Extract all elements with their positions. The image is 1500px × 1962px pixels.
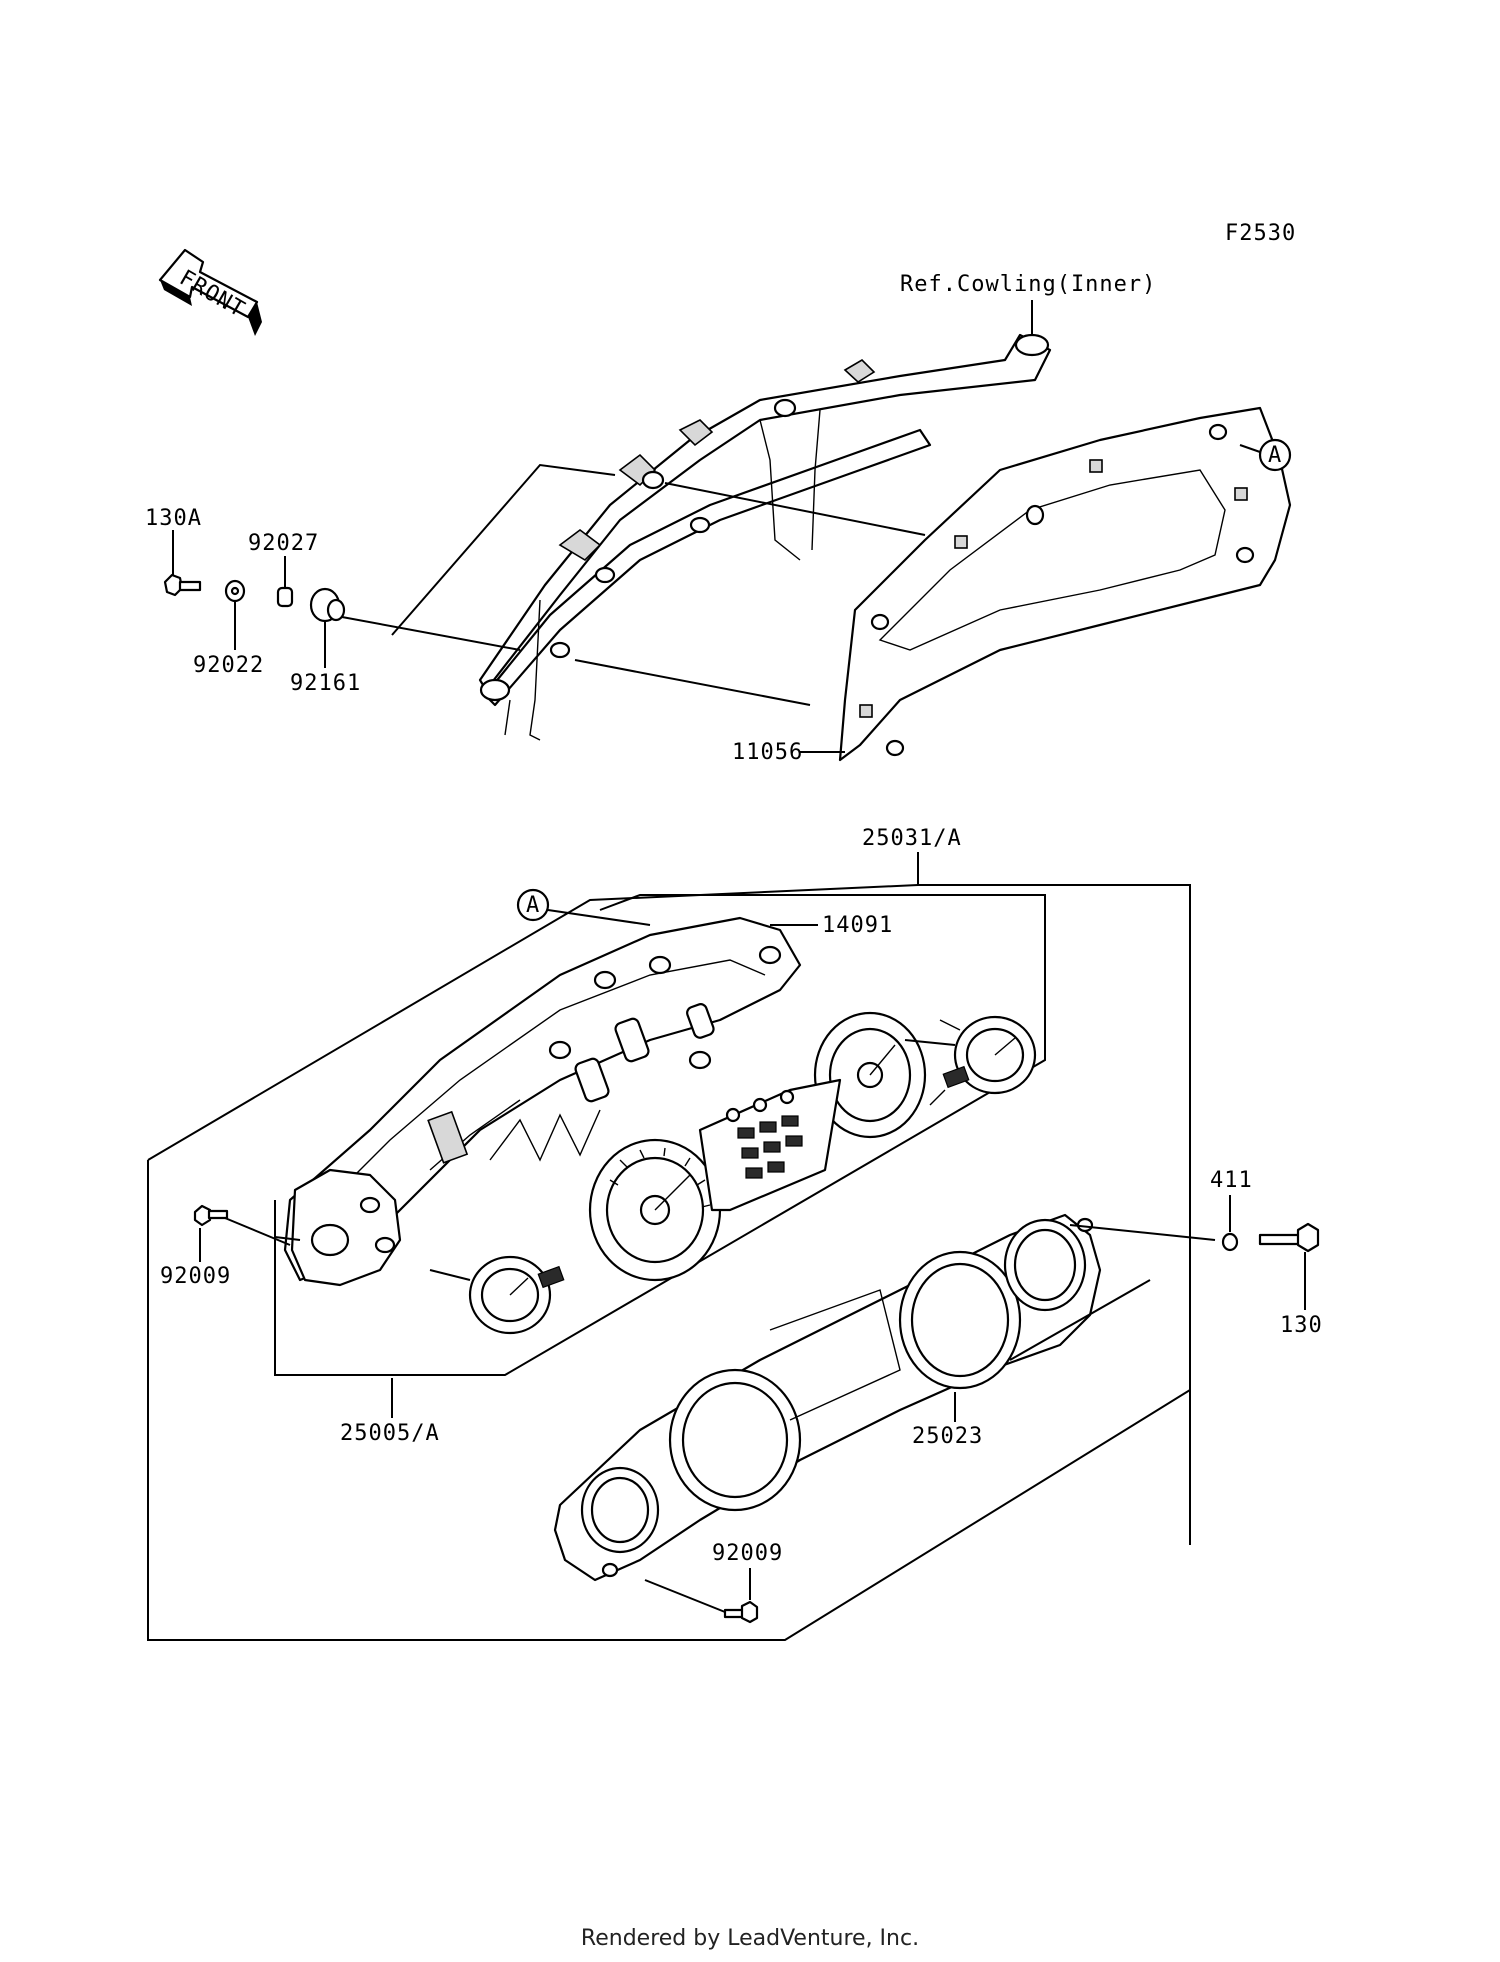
temp-gauge-icon[interactable] [468,1255,565,1335]
panel-11056[interactable] [838,406,1292,762]
front-arrow-icon[interactable]: FRONT [158,248,262,336]
figure-code: F2530 [1225,221,1296,246]
part-label-92009-bottom: 92009 [712,1541,783,1566]
part-label-92009-left: 92009 [160,1264,231,1289]
part-label-92161: 92161 [290,671,361,696]
lcd-display-panel[interactable] [698,1078,842,1212]
callout-a-top-text: A [1268,443,1282,468]
part-label-25005A: 25005/A [340,1421,440,1446]
cowling-frame[interactable] [478,333,1052,741]
washer-92022-icon[interactable] [224,579,246,603]
footer-credit: Rendered by LeadVenture, Inc. [581,1926,919,1951]
callout-a-bottom-text: A [526,893,540,918]
ref-cowling-note: Ref.Cowling(Inner) [900,272,1156,297]
speedometer-icon[interactable] [588,1138,722,1282]
callout-a-bottom: A [516,888,651,926]
screw-92009-bottom-icon[interactable] [723,1600,759,1624]
screw-130A-icon[interactable] [163,573,202,597]
part-label-92022: 92022 [193,653,264,678]
meter-housing-left[interactable] [290,1168,402,1287]
part-label-14091: 14091 [822,913,893,938]
meter-case-14091[interactable] [283,916,802,1282]
washer-411-icon[interactable] [1221,1232,1239,1252]
tachometer-icon[interactable] [813,1011,927,1139]
bolt-130-icon[interactable] [1258,1222,1320,1253]
part-label-130A: 130A [145,506,202,531]
part-label-411: 411 [1210,1168,1253,1193]
part-label-11056: 11056 [732,740,803,765]
part-label-25031A: 25031/A [862,826,962,851]
callout-a-top: A [1239,438,1292,472]
part-label-92027: 92027 [248,531,319,556]
collar-92027-icon[interactable] [276,586,294,608]
part-label-25023: 25023 [912,1424,983,1449]
fuel-gauge-icon[interactable] [929,1015,1037,1106]
grommet-92161-icon[interactable] [309,587,346,623]
meter-cover-25023[interactable] [553,1213,1102,1582]
screw-92009-left-icon[interactable] [193,1204,229,1227]
part-label-130: 130 [1280,1313,1323,1338]
